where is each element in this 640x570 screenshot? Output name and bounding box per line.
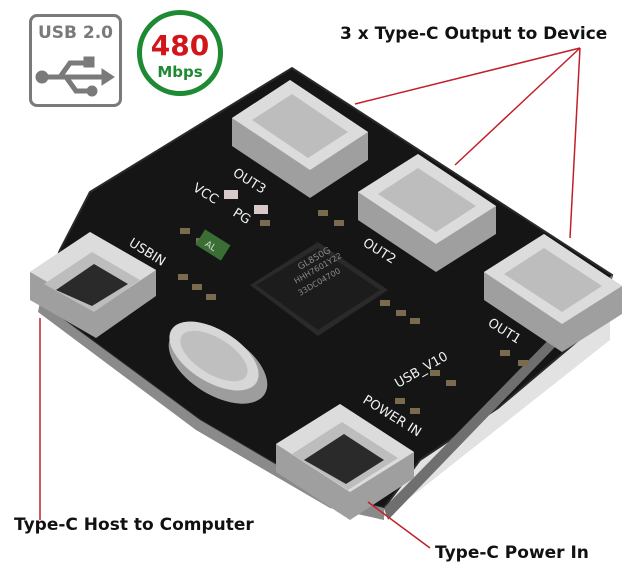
type-c-out3 bbox=[232, 80, 368, 198]
callout-power: Type-C Power In bbox=[435, 543, 589, 563]
type-c-power bbox=[276, 404, 414, 520]
type-c-out2 bbox=[358, 154, 496, 272]
hub-controller-chip: GL850G HHH7601Y22 33DC04700 bbox=[250, 242, 388, 336]
callout-host: Type-C Host to Computer bbox=[14, 515, 254, 535]
speed-badge: 480 Mbps bbox=[137, 10, 223, 96]
speed-value: 480 bbox=[150, 29, 210, 62]
usb-2-badge: USB 2.0 bbox=[29, 14, 122, 107]
speed-unit: Mbps bbox=[157, 63, 203, 81]
type-c-out1 bbox=[484, 234, 622, 352]
crystal-oscillator bbox=[168, 321, 268, 404]
callout-lines bbox=[39, 47, 581, 549]
usb-version-label: USB 2.0 bbox=[37, 23, 114, 43]
type-c-host bbox=[30, 232, 156, 338]
usb-trident-icon bbox=[35, 56, 115, 97]
callout-outputs: 3 x Type-C Output to Device bbox=[340, 24, 608, 44]
